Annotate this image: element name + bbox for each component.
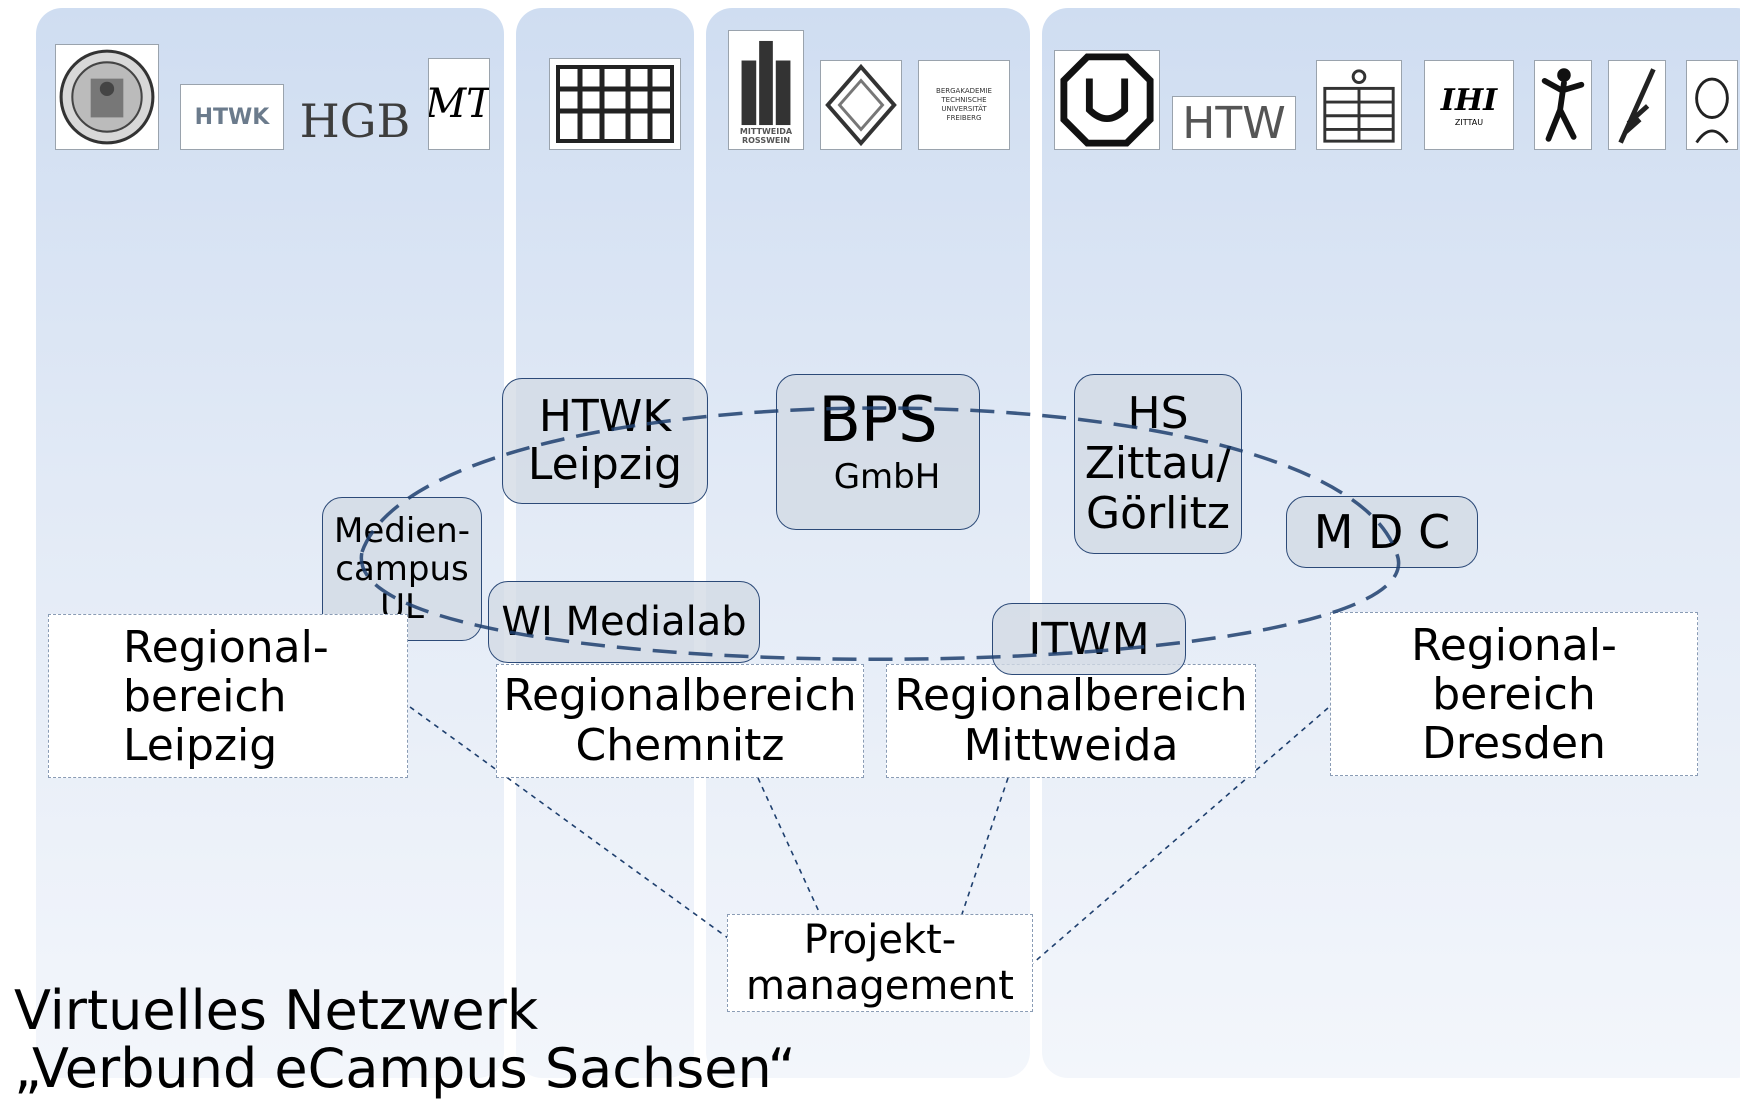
tu-dresden-logo: [1054, 50, 1160, 150]
connector-chemnitz: [757, 777, 821, 915]
htw-logo: HTW: [1172, 96, 1296, 150]
dancer-logo: [1534, 60, 1592, 150]
hgb-logo: HGB: [299, 94, 411, 148]
hfbk-logo: [1316, 60, 1402, 150]
diamond-logo: [820, 60, 902, 150]
node-bps-gmbh: BPS GmbH: [776, 374, 980, 530]
project-management-box: Projekt-management: [727, 914, 1033, 1012]
quill-logo: [1608, 60, 1666, 150]
node-wi-medialab: WI Medialab: [488, 581, 760, 663]
connector-mittweida: [961, 777, 1009, 915]
diagram-caption: Virtuelles Netzwerk „Verbund eCampus Sac…: [14, 979, 796, 1100]
node-mdc: M D C: [1286, 496, 1478, 568]
university-seal-logo: [55, 44, 159, 150]
building-logo: [549, 58, 681, 150]
node-itwm: ITWM: [992, 603, 1186, 675]
htwk-logo: HTWK: [180, 84, 284, 150]
mt-logo: MT: [428, 58, 490, 150]
portrait-logo: [1686, 60, 1738, 150]
ihi-zittau-logo: IHI ZITTAU: [1424, 60, 1514, 150]
